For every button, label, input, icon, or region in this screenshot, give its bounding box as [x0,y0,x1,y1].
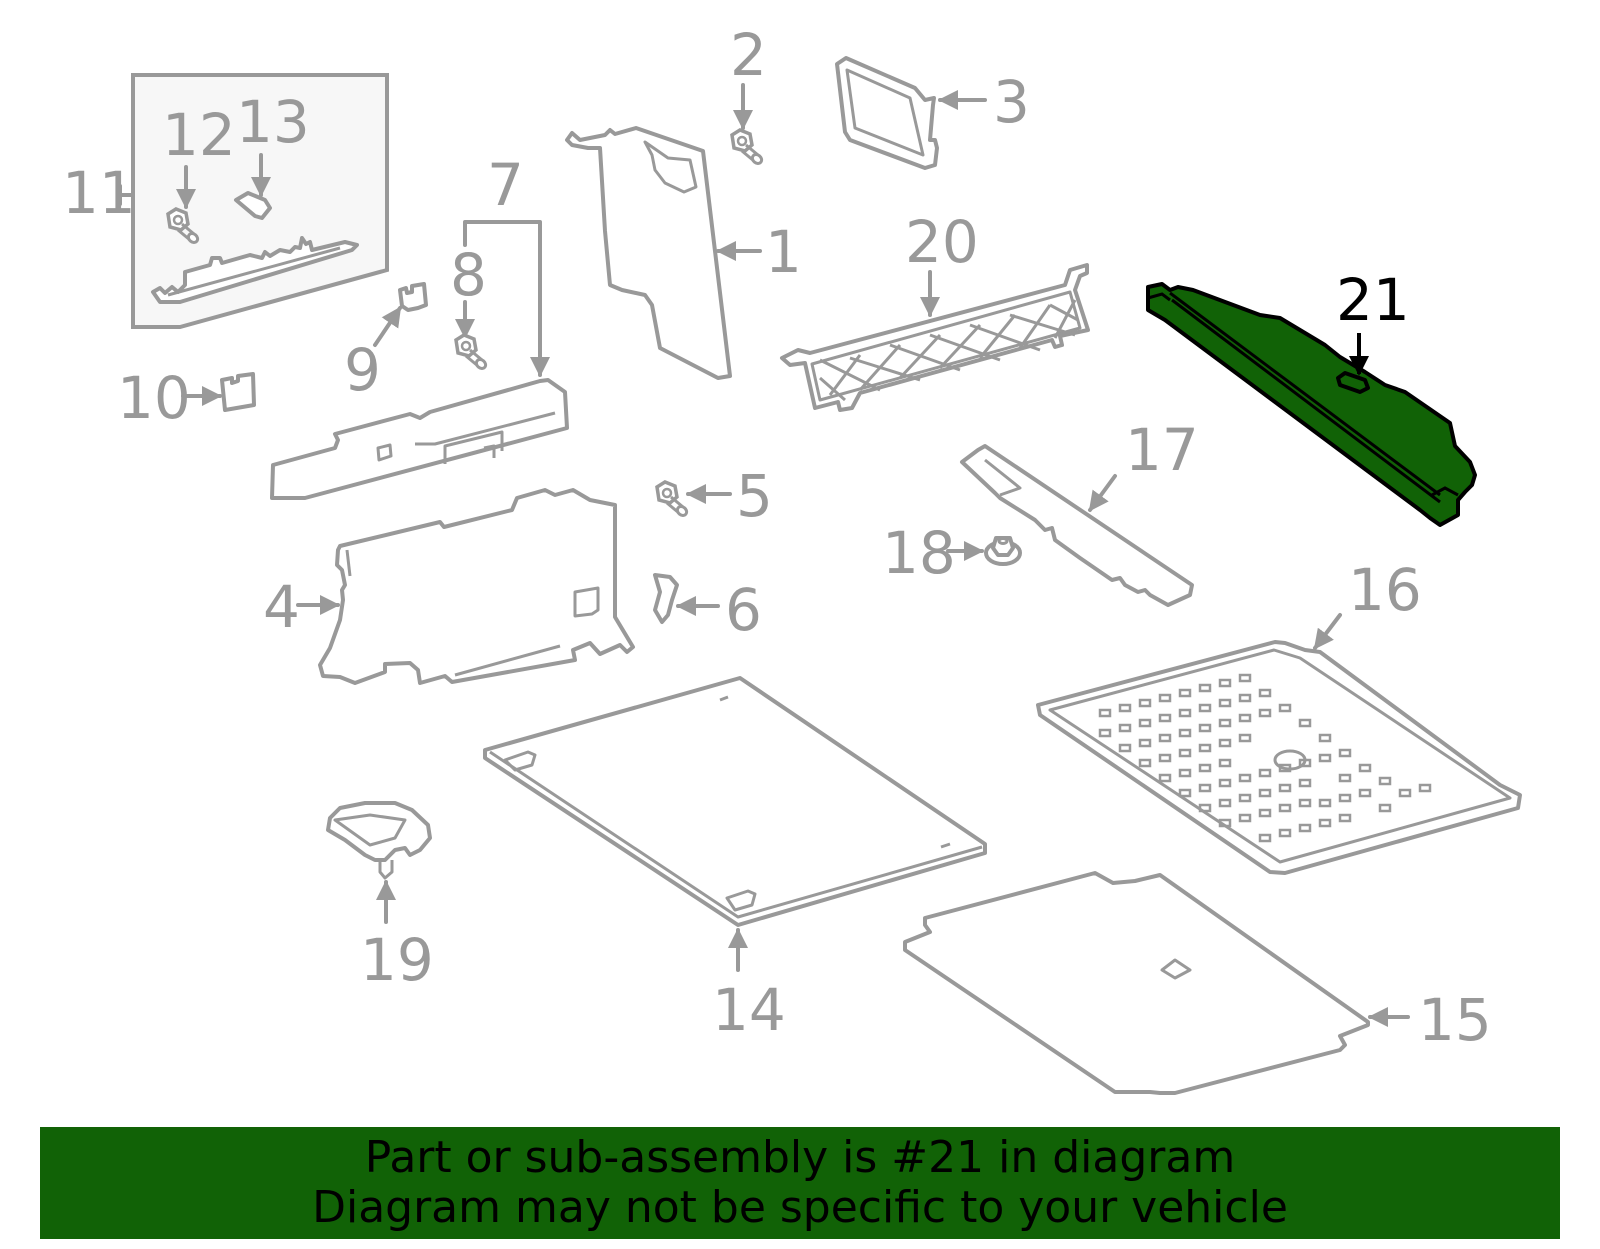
callout-17[interactable]: 17 [1125,416,1199,484]
part-15[interactable]: 15 [903,871,1492,1095]
callout-19[interactable]: 19 [360,926,434,994]
callout-15[interactable]: 15 [1418,986,1492,1054]
part-17[interactable]: 17 [960,416,1199,607]
part-19[interactable]: 19 [326,801,434,994]
callout-8[interactable]: 8 [450,241,487,309]
part-3[interactable]: 3 [835,56,1030,170]
mat-grid-holes [1098,673,1432,843]
callout-7[interactable]: 7 [487,151,524,219]
part-2[interactable]: 2 [730,21,767,168]
callout-3[interactable]: 3 [993,68,1030,136]
callout-11[interactable]: 11 [62,159,136,227]
callout-20[interactable]: 20 [905,208,979,276]
callout-18[interactable]: 18 [882,519,956,587]
part-4[interactable]: 4 [263,488,635,685]
part-21-highlighted[interactable]: 21 [1146,266,1477,527]
callout-9[interactable]: 9 [344,336,381,404]
part-10[interactable]: 10 [117,364,256,432]
part-11-assembly[interactable]: 11 12 13 [62,73,389,329]
part-16[interactable]: 16 [1036,556,1522,875]
callout-16[interactable]: 16 [1348,556,1422,624]
info-banner: Part or sub-assembly is #21 in diagram D… [40,1127,1560,1239]
callout-12[interactable]: 12 [162,101,236,169]
callout-2[interactable]: 2 [730,21,767,89]
banner-line-2: Diagram may not be specific to your vehi… [312,1182,1288,1233]
part-14[interactable]: 14 [483,676,987,1044]
callout-6[interactable]: 6 [725,576,762,644]
part-9[interactable]: 9 [344,282,428,404]
part-8[interactable]: 8 [450,241,490,373]
callout-14[interactable]: 14 [712,976,786,1044]
callout-10[interactable]: 10 [117,364,191,432]
part-18[interactable]: 18 [882,519,1022,587]
part-5[interactable]: 5 [655,462,773,530]
callout-21[interactable]: 21 [1336,266,1410,334]
callout-4[interactable]: 4 [263,573,300,641]
banner-line-1: Part or sub-assembly is #21 in diagram [364,1132,1236,1183]
callout-13[interactable]: 13 [236,88,310,156]
part-20[interactable]: 20 [780,208,1090,412]
callout-5[interactable]: 5 [736,462,773,530]
part-1[interactable]: 1 [565,126,802,380]
part-6[interactable]: 6 [653,573,762,644]
part-7[interactable]: 7 [270,151,569,500]
callout-1[interactable]: 1 [765,218,802,286]
